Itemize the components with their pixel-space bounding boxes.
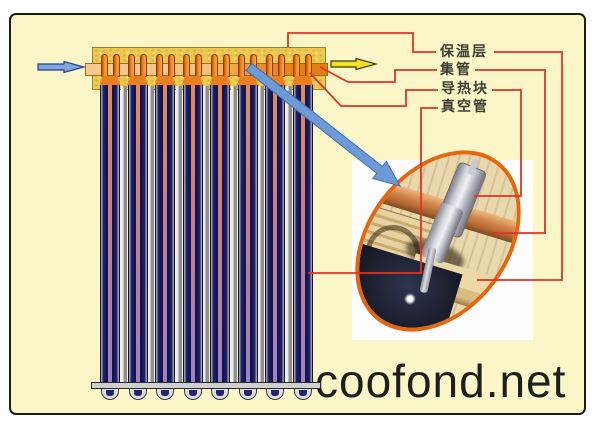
vacuum-tube — [155, 84, 175, 383]
connector-base — [209, 76, 231, 85]
connector-base — [154, 76, 176, 85]
reflector-strip — [120, 86, 127, 383]
reflector-strip — [148, 86, 154, 383]
connector-prong — [155, 54, 163, 77]
connector-base — [292, 76, 313, 85]
connector-prong — [250, 54, 257, 77]
connector-prong — [238, 54, 245, 77]
connector-prong — [140, 54, 147, 77]
tube-connector — [292, 54, 313, 85]
connector-prong — [210, 54, 218, 77]
connector-base — [237, 76, 258, 85]
connector-base — [127, 76, 148, 85]
tube-connector — [182, 54, 203, 85]
connector-prong — [100, 54, 108, 77]
reflector-strip — [203, 86, 209, 383]
vacuum-tube — [100, 84, 120, 383]
connector-prong — [195, 54, 202, 77]
connector-base — [99, 76, 121, 85]
reflector-strip — [285, 86, 292, 383]
vacuum-tube — [210, 84, 230, 383]
vacuum-tube — [265, 84, 285, 383]
cap-inner — [216, 390, 224, 396]
tube-connector — [209, 54, 231, 85]
connector-prong — [277, 54, 285, 77]
vacuum-tube — [182, 84, 203, 383]
connector-prong — [183, 54, 190, 77]
tube-connector — [264, 54, 286, 85]
vacuum-tube — [127, 84, 148, 383]
cap-inner — [133, 390, 142, 396]
connector-prong — [128, 54, 135, 77]
reflector-strip — [175, 86, 182, 383]
cap-inner — [188, 390, 197, 396]
connector-prong — [222, 54, 230, 77]
connector-prong — [112, 54, 120, 77]
cap-inner — [271, 390, 279, 396]
cap-inner — [161, 390, 169, 396]
cap-inner — [106, 390, 114, 396]
tube-connector — [237, 54, 258, 85]
bottom-support-rail — [91, 382, 321, 389]
label-insulation-layer: 保温层 — [440, 44, 488, 60]
cap-inner — [298, 390, 307, 396]
detail-glint — [404, 293, 416, 305]
vacuum-tube — [237, 84, 258, 383]
vacuum-tube — [292, 84, 313, 383]
label-vacuum-tube: 真空管 — [441, 99, 489, 115]
connector-prong — [265, 54, 273, 77]
label-heat-block: 导热块 — [441, 81, 489, 97]
connector-prong — [293, 54, 300, 77]
reflector-strip — [230, 86, 237, 383]
tube-connector — [154, 54, 176, 85]
connector-prong — [167, 54, 175, 77]
watermark-text: coofond.net — [315, 355, 567, 407]
connector-base — [264, 76, 286, 85]
connector-prong — [305, 54, 312, 77]
tube-connector — [127, 54, 148, 85]
cap-inner — [243, 390, 252, 396]
label-manifold: 集管 — [440, 62, 472, 78]
tube-connector — [99, 54, 121, 85]
connector-base — [182, 76, 203, 85]
reflector-strip — [258, 86, 264, 383]
